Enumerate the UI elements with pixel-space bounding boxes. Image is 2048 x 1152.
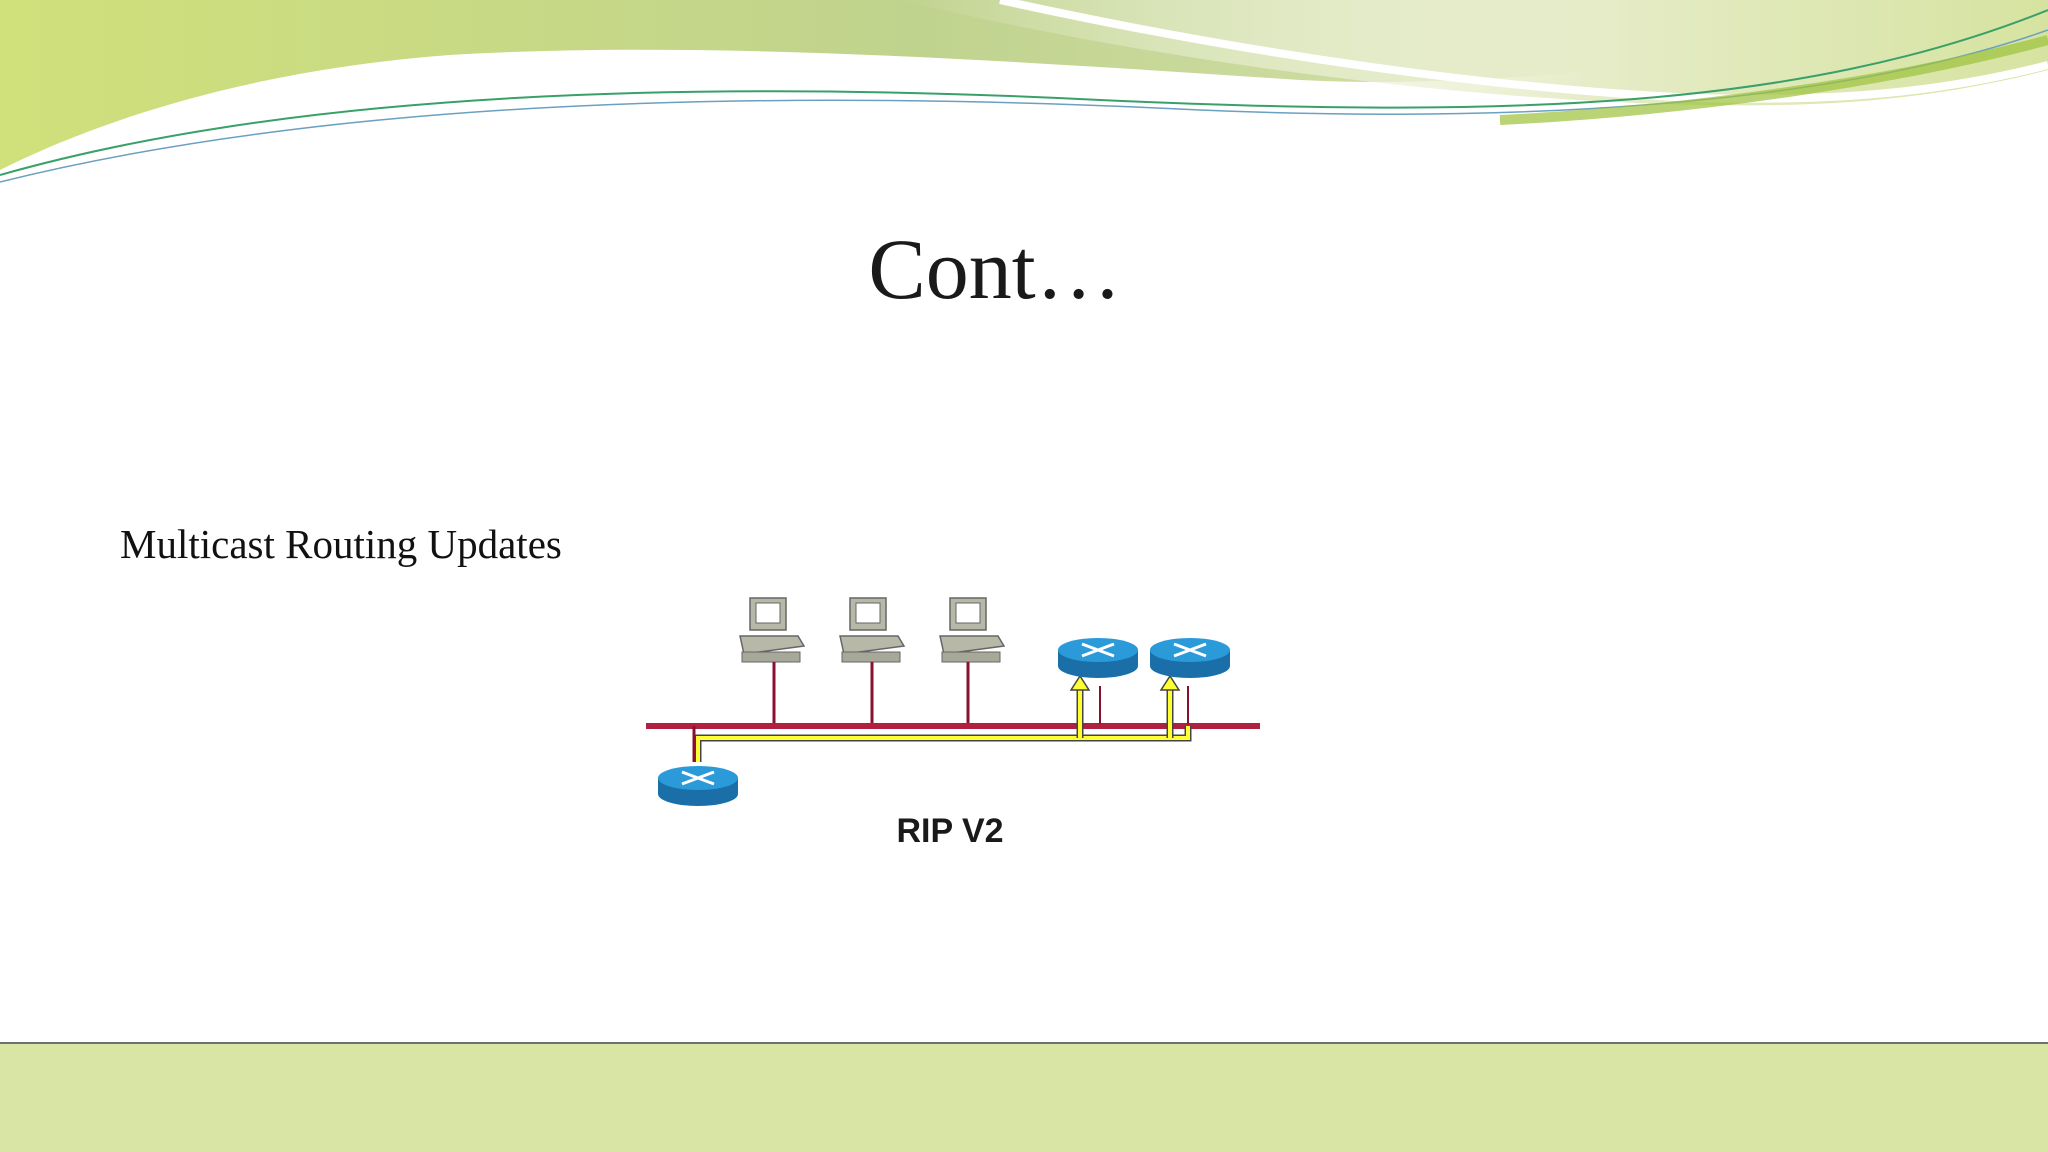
router-icon [658,766,738,806]
computer-icon [739,597,806,726]
router-icon [1058,638,1138,678]
diagram-label: RIP V2 [896,812,1004,850]
slide-subtitle: Multicast Routing Updates [120,521,562,567]
router-icon [1150,638,1230,678]
multicast-update-path [694,686,1192,762]
slide-title: Cont… [868,221,1122,317]
computer-icon [939,597,1006,726]
up-arrow-icon [1159,674,1181,691]
decorative-top-wave [0,0,2048,183]
up-arrow-icon [1069,674,1091,691]
footer-band [0,1042,2048,1152]
computer-icon [839,597,906,726]
rip-v2-network-diagram [646,597,1260,806]
